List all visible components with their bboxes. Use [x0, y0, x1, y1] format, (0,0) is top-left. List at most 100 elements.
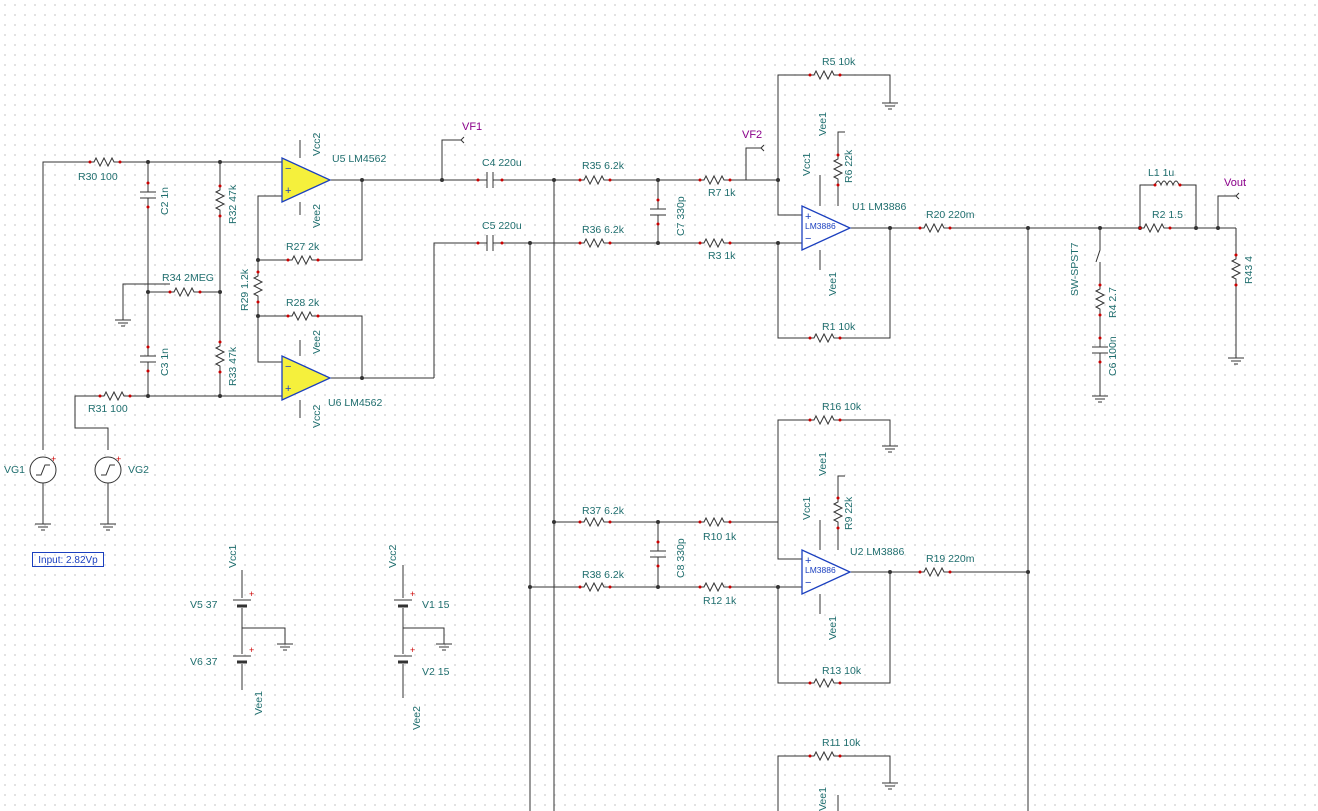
label-r13: R13 10k: [822, 665, 862, 677]
capacitor-c7[interactable]: [649, 198, 667, 226]
label-v5-vcc1: Vcc1: [227, 544, 239, 568]
resistor-r43[interactable]: [1231, 253, 1241, 287]
label-r20: R20 220m: [926, 209, 975, 221]
voltage-source-vg1[interactable]: [29, 453, 57, 484]
label-vg2: VG2: [128, 464, 149, 476]
label-vf1: VF1: [462, 121, 482, 133]
resistor-r2[interactable]: [1138, 223, 1172, 233]
resistor-r1[interactable]: [808, 333, 842, 343]
label-r38: R38 6.2k: [582, 569, 625, 581]
inductor-l1[interactable]: [1153, 180, 1182, 187]
battery-v2-icon[interactable]: [392, 643, 417, 664]
label-u6-vcc2: Vcc2: [311, 404, 323, 428]
input-wiring: [42, 139, 478, 450]
label-u1-inner: LM3886: [805, 221, 836, 231]
capacitor-c8[interactable]: [649, 540, 667, 568]
label-u2-vee1-top: Vee1: [817, 452, 829, 476]
ground-icon: [881, 437, 899, 453]
label-u2-inner: LM3886: [805, 565, 836, 575]
label-switch: SW-SPST7: [1069, 242, 1081, 296]
resistor-r30[interactable]: [88, 157, 122, 167]
opamp-u6[interactable]: [281, 355, 331, 401]
probe-vf2-icon: [756, 144, 765, 152]
resistor-r20[interactable]: [918, 223, 952, 233]
label-r31: R31 100: [88, 403, 128, 415]
ground-icon: [1091, 387, 1109, 403]
label-l1: L1 1u: [1148, 167, 1174, 179]
capacitor-c6[interactable]: [1091, 336, 1109, 364]
label-r5: R5 10k: [822, 56, 856, 68]
junction-dots-2: [528, 178, 1220, 589]
resistor-r7[interactable]: [698, 175, 732, 185]
label-r30: R30 100: [78, 171, 118, 183]
label-r43: R43 4: [1243, 256, 1255, 284]
resistor-r19[interactable]: [918, 567, 952, 577]
resistor-r27[interactable]: [286, 255, 320, 265]
label-c3: C3 1n: [159, 348, 171, 376]
label-c4: C4 220u: [482, 157, 522, 169]
label-r16: R16 10k: [822, 401, 862, 413]
resistor-r5[interactable]: [808, 70, 842, 80]
resistor-r10[interactable]: [698, 517, 732, 527]
ground-icon: [881, 774, 899, 790]
label-u1-vcc1: Vcc1: [801, 152, 813, 176]
resistor-r33[interactable]: [215, 340, 225, 374]
resistor-r13[interactable]: [808, 678, 842, 688]
label-u5: U5 LM4562: [332, 153, 386, 165]
label-r32: R32 47k: [227, 184, 239, 224]
label-r3: R3 1k: [708, 250, 736, 262]
resistor-r28[interactable]: [286, 311, 320, 321]
label-u1-vee1: Vee1: [827, 272, 839, 296]
label-r36: R36 6.2k: [582, 224, 625, 236]
resistor-r34[interactable]: [168, 287, 202, 297]
label-r7: R7 1k: [708, 187, 736, 199]
battery-v5-icon[interactable]: [231, 587, 256, 608]
ground-icon: [881, 94, 899, 110]
resistor-r11[interactable]: [808, 751, 842, 761]
resistor-r36[interactable]: [578, 238, 612, 248]
label-u3-vee1: Vee1: [817, 787, 829, 811]
resistor-r16[interactable]: [808, 415, 842, 425]
resistor-r6[interactable]: [833, 153, 843, 187]
capacitor-c3[interactable]: [139, 345, 157, 373]
label-r9: R9 22k: [843, 496, 855, 530]
capacitor-c2[interactable]: [139, 181, 157, 209]
label-r19: R19 220m: [926, 553, 975, 565]
label-r37: R37 6.2k: [582, 505, 625, 517]
label-r35: R35 6.2k: [582, 160, 625, 172]
label-r29: R29 1.2k: [239, 268, 251, 311]
resistor-r12[interactable]: [698, 582, 732, 592]
ground-icon: [276, 635, 294, 651]
label-r27: R27 2k: [286, 241, 320, 253]
label-u1-vee1-top: Vee1: [817, 112, 829, 136]
label-r34: R34 2MEG: [162, 272, 214, 284]
label-v2-vee2: Vee2: [411, 706, 423, 730]
resistor-r38[interactable]: [578, 582, 612, 592]
label-r11: R11 10k: [822, 737, 861, 749]
label-c2: C2 1n: [159, 187, 171, 215]
opamp-u5[interactable]: [281, 157, 331, 203]
ground-icon: [1227, 349, 1245, 365]
resistor-r9[interactable]: [833, 496, 843, 530]
input-amplitude-note[interactable]: Input: 2.82Vp: [32, 552, 104, 567]
resistor-r3[interactable]: [698, 238, 732, 248]
label-u6-vee2: Vee2: [311, 330, 323, 354]
label-c6: C6 100n: [1107, 336, 1119, 376]
voltage-source-vg2[interactable]: [94, 453, 122, 484]
resistor-r35[interactable]: [578, 175, 612, 185]
label-r1: R1 10k: [822, 321, 856, 333]
label-v6: V6 37: [190, 656, 218, 668]
resistor-r37[interactable]: [578, 517, 612, 527]
capacitor-c4[interactable]: [476, 171, 504, 189]
label-r28: R28 2k: [286, 297, 320, 309]
ground-icon: [34, 515, 52, 531]
label-u6: U6 LM4562: [328, 397, 382, 409]
resistor-r32[interactable]: [215, 184, 225, 218]
resistor-r29[interactable]: [253, 270, 263, 304]
resistor-r4[interactable]: [1095, 283, 1105, 317]
capacitor-c5[interactable]: [476, 234, 504, 252]
battery-v1-icon[interactable]: [392, 587, 417, 608]
battery-v6-icon[interactable]: [231, 643, 256, 664]
resistor-r31[interactable]: [98, 391, 132, 401]
